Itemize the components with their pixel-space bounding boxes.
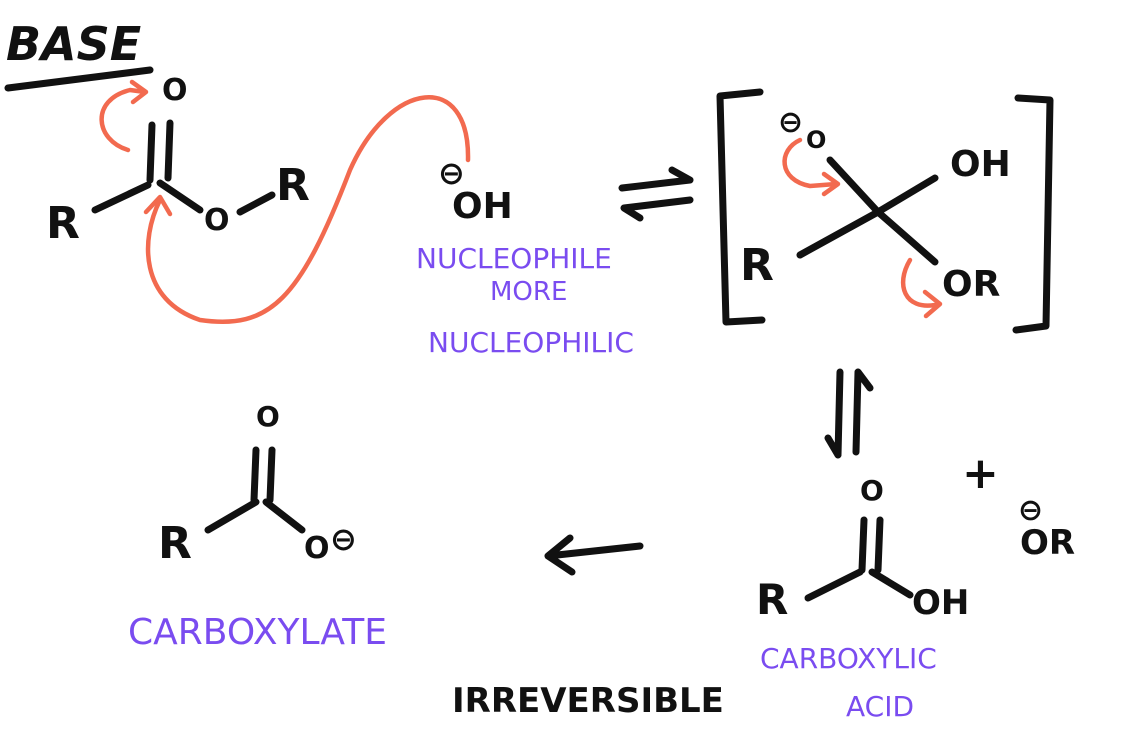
ester-bond-or [236,191,276,216]
ester-bond-r [91,181,152,214]
intermediate-r: R [740,240,774,291]
title-underline [4,66,154,92]
carboxylate-bond-r [204,498,260,534]
acid-oh: OH [912,583,969,623]
curved-arrow-leave [900,257,938,308]
carboxylate-double-bond-a [250,446,260,504]
note-carboxylate: CARBOXYLATE [128,612,387,653]
intermediate-bond-or [874,208,939,266]
intermediate-or: OR [942,264,1000,305]
ester-bond-o [156,179,204,214]
curved-arrow-leave-head [922,289,943,319]
carboxylate-charge: ⊖ [330,520,357,558]
ester-r: R [46,198,80,249]
acid-carbonyl-o: O [860,474,884,507]
intermediate-o-charge: ⊖ [778,105,803,140]
note-irreversible: IRREVERSIBLE [452,681,724,721]
bracket-left [716,88,766,326]
note-carboxylic: CARBOXYLIC [760,642,937,675]
acid-double-bond-b [874,516,884,574]
ester-double-bond-b [164,119,174,182]
curved-arrow-carbonyl-head [129,79,149,105]
hydroxide: OH [452,186,513,227]
carboxylate-bond-o [262,498,306,534]
equilibrium-arrow-top [618,166,694,192]
intermediate-bond-r [796,208,882,259]
equilibrium-down-arrow [824,368,844,459]
curved-arrow-attack [145,95,471,325]
note-acid: ACID [846,690,914,723]
equilibrium-up-arrow [852,368,874,456]
curved-arrow-reform-head [821,171,841,197]
note-more: MORE [490,277,567,307]
title: BASE [6,17,141,71]
plus-sign: + [962,448,999,499]
curved-arrow-carbonyl [99,87,148,153]
acid-bond-oh [868,568,914,599]
ester-double-bond-a [146,121,156,184]
acid-bond-r [804,568,864,602]
alkoxide-charge: ⊖ [1018,493,1043,528]
alkoxide: OR [1020,523,1075,563]
carboxylate-double-bond-b [266,446,276,504]
ester-r2: R [276,160,310,211]
acid-double-bond-a [858,516,868,574]
hydroxide-charge: ⊖ [438,154,465,192]
equilibrium-arrow-bottom [620,196,694,222]
intermediate-oh: OH [950,144,1011,185]
ester-carbonyl-o: O [162,73,188,108]
note-more-nucleophilic: NUCLEOPHILIC [428,326,634,359]
intermediate-o: O [806,126,826,154]
curved-arrow-attack-head [143,194,173,217]
carboxylate-o: O [304,531,330,566]
carboxylate-carbonyl-o: O [256,400,280,433]
ester-ether-o: O [204,203,230,238]
irreversible-arrow [544,534,644,576]
intermediate-bond-o [826,156,882,216]
bracket-right [1012,94,1054,334]
acid-r: R [756,575,788,624]
note-nucleophile: NUCLEOPHILE [416,242,612,275]
carboxylate-r: R [158,518,192,569]
curved-arrow-reform [782,137,839,189]
intermediate-bond-oh [874,174,939,216]
